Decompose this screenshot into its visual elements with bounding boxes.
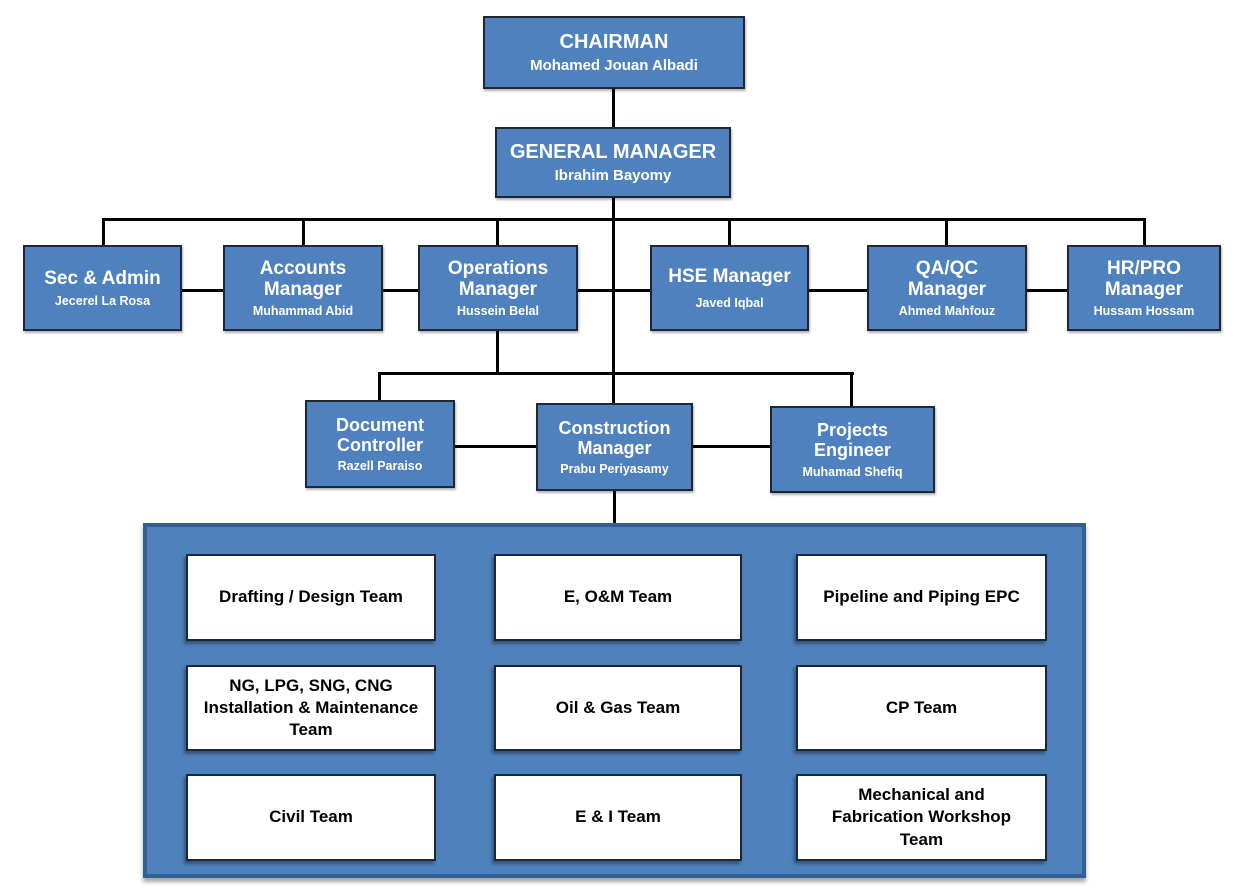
team-cp: CP Team — [796, 665, 1047, 751]
construction-manager-name: Prabu Periyasamy — [560, 462, 669, 477]
org-node-hrpro-manager: HR/PRO Manager Hussam Hossam — [1067, 245, 1221, 331]
qaqc-manager-title: QA/QC Manager — [907, 257, 987, 300]
connector-managers-side-link — [103, 289, 1145, 292]
connector-drop-doc-controller — [378, 372, 381, 402]
hrpro-manager-name: Hussam Hossam — [1093, 304, 1195, 319]
connector-drop-sec-admin — [102, 218, 105, 245]
connector-drop-accounts — [302, 218, 305, 245]
org-node-accounts-manager: Accounts Manager Muhammad Abid — [223, 245, 383, 331]
operations-manager-name: Hussein Belal — [457, 304, 539, 319]
sec-admin-name: Jecerel La Rosa — [54, 293, 151, 308]
team-e-om: E, O&M Team — [494, 554, 742, 641]
org-node-qaqc-manager: QA/QC Manager Ahmed Mahfouz — [867, 245, 1027, 331]
connector-bus-managers — [102, 218, 1146, 221]
connector-bus-mid-level — [378, 372, 854, 375]
team-e-i: E & I Team — [494, 774, 742, 861]
teams-container: Drafting / Design Team E, O&M Team Pipel… — [143, 523, 1086, 878]
team-oil-gas: Oil & Gas Team — [494, 665, 742, 751]
hrpro-manager-title: HR/PRO Manager — [1104, 257, 1184, 300]
hse-manager-title: HSE Manager — [668, 265, 791, 287]
org-node-sec-admin: Sec & Admin Jecerel La Rosa — [23, 245, 182, 331]
hse-manager-name: Javed Iqbal — [695, 296, 764, 311]
org-node-operations-manager: Operations Manager Hussein Belal — [418, 245, 578, 331]
chairman-name: Mohamed Jouan Albadi — [530, 56, 698, 74]
team-mechanical-fabrication: Mechanical and Fabrication Workshop Team — [796, 774, 1047, 861]
connector-drop-projects-engineer — [850, 372, 853, 408]
qaqc-manager-name: Ahmed Mahfouz — [898, 304, 996, 319]
connector-drop-qaqc — [945, 218, 948, 245]
connector-construction-teams — [613, 491, 616, 524]
connector-chairman-gm — [612, 89, 615, 127]
document-controller-title: Document Controller — [335, 414, 424, 455]
team-ng-lpg-sng-cng: NG, LPG, SNG, CNG Installation & Mainten… — [186, 665, 436, 751]
sec-admin-title: Sec & Admin — [44, 268, 161, 290]
org-node-document-controller: Document Controller Razell Paraiso — [305, 400, 455, 488]
general-manager-title: GENERAL MANAGER — [509, 141, 717, 164]
accounts-manager-title: Accounts Manager — [259, 257, 347, 300]
connector-central-vertical — [612, 198, 615, 404]
construction-manager-title: Construction Manager — [558, 417, 671, 458]
org-node-projects-engineer: Projects Engineer Muhamad Shefiq — [770, 406, 935, 493]
projects-engineer-title: Projects Engineer — [813, 420, 892, 461]
org-node-chairman: CHAIRMAN Mohamed Jouan Albadi — [483, 16, 745, 89]
connector-drop-hse — [728, 218, 731, 245]
connector-operations-bus2 — [496, 331, 499, 374]
operations-manager-title: Operations Manager — [447, 257, 549, 300]
team-civil: Civil Team — [186, 774, 436, 861]
connector-drop-hrpro — [1143, 218, 1146, 245]
accounts-manager-name: Muhammad Abid — [252, 304, 354, 319]
org-node-general-manager: GENERAL MANAGER Ibrahim Bayomy — [495, 127, 731, 198]
projects-engineer-name: Muhamad Shefiq — [802, 464, 903, 479]
chairman-title: CHAIRMAN — [559, 31, 669, 54]
team-pipeline-piping-epc: Pipeline and Piping EPC — [796, 554, 1047, 641]
team-drafting-design: Drafting / Design Team — [186, 554, 436, 641]
document-controller-name: Razell Paraiso — [337, 459, 423, 474]
connector-drop-operations — [496, 218, 499, 245]
org-node-construction-manager: Construction Manager Prabu Periyasamy — [536, 403, 693, 491]
org-node-hse-manager: HSE Manager Javed Iqbal — [650, 245, 809, 331]
general-manager-name: Ibrahim Bayomy — [554, 166, 672, 184]
